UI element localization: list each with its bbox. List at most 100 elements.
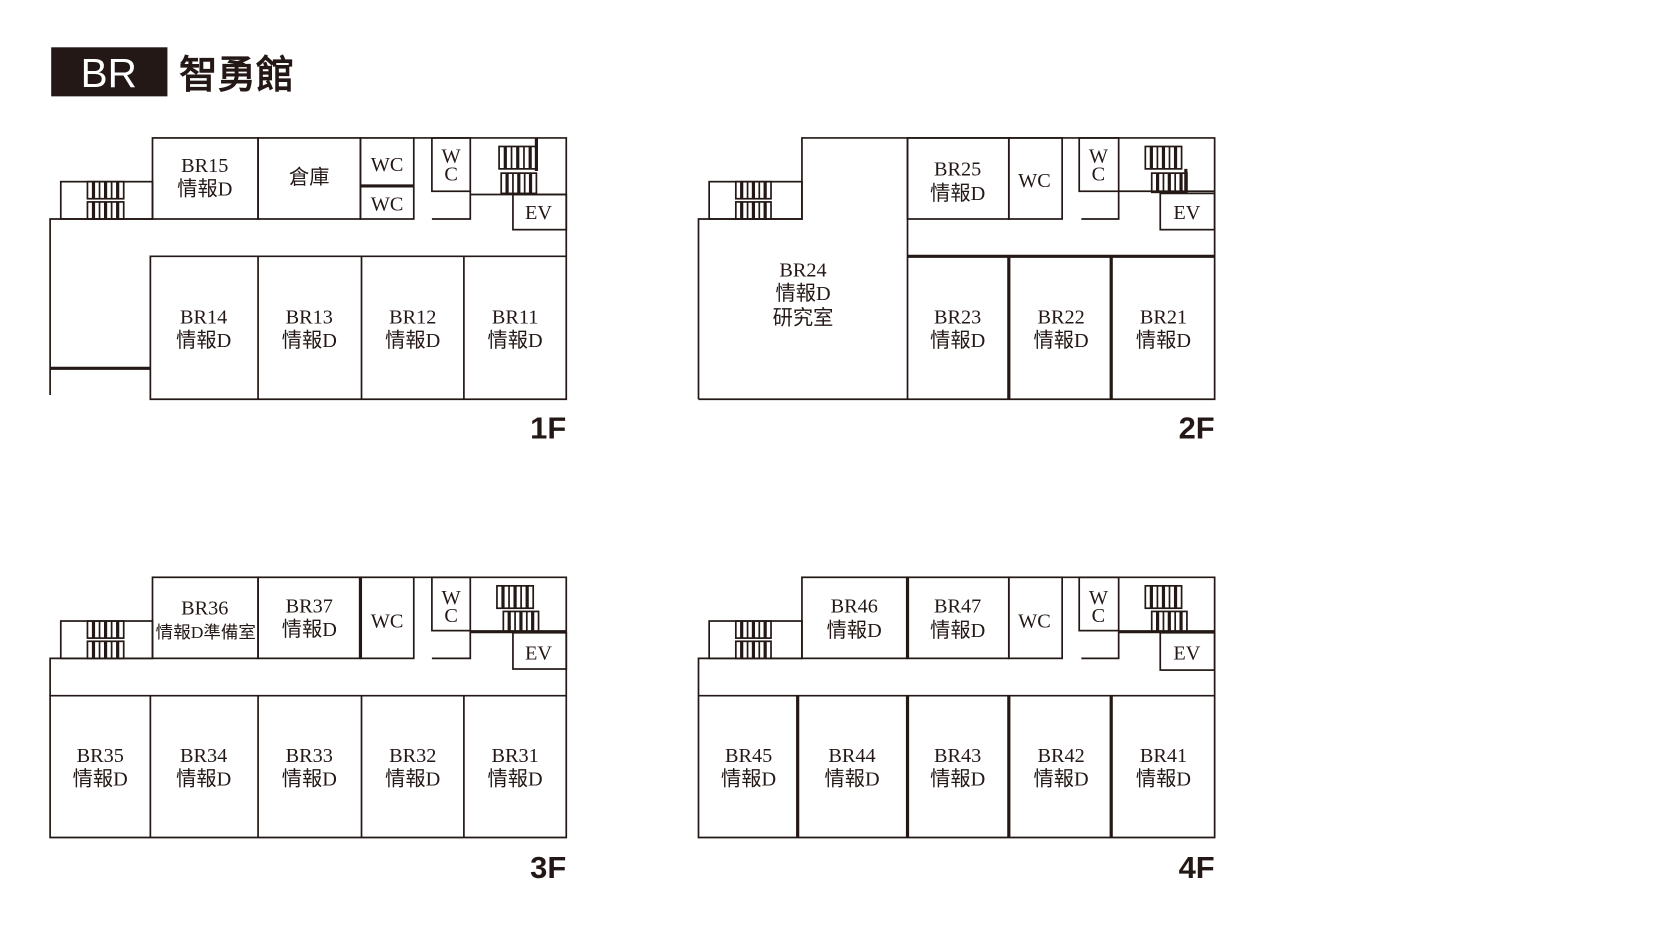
room-dept: 情報D [930, 767, 985, 790]
room-dept: 情報D [930, 329, 985, 352]
room-name: EV [525, 202, 552, 224]
room-name: BR36 [181, 598, 228, 620]
room-name: EV [525, 642, 552, 664]
floor-3f-plan: BR36 情報D準備室 BR37 情報D WC W C EV BR35 情報D … [49, 576, 568, 885]
room-name: BR25 [934, 158, 981, 180]
building-code: BR [81, 50, 137, 96]
room-name: BR22 [1037, 307, 1084, 329]
room-name: BR46 [831, 595, 878, 617]
room-name: BR32 [389, 745, 436, 767]
room-wc-small[interactable] [1078, 137, 1120, 193]
room-dept: 情報D [488, 329, 543, 352]
room-purpose: 研究室 [773, 307, 834, 330]
room-name: BR42 [1037, 745, 1084, 767]
room-wc[interactable] [1007, 137, 1063, 220]
stairs-icon [86, 620, 125, 639]
room-name: BR23 [934, 307, 981, 329]
stairs-icon [1144, 584, 1183, 610]
room-name: BR14 [180, 307, 227, 329]
room-name: BR31 [491, 745, 538, 767]
room-name: EV [1173, 202, 1200, 224]
room-dept: 情報D [177, 178, 232, 201]
room-name: WC [1018, 610, 1051, 632]
room-name: BR11 [492, 307, 539, 329]
room-br24[interactable] [697, 137, 1216, 401]
floor-1f-plan: BR15 情報D 倉庫 WC WC W C EV BR14 情報D BR13 情… [49, 137, 568, 446]
elevator [512, 193, 568, 231]
room-wc[interactable] [359, 137, 415, 220]
room-dept: 情報D [282, 767, 337, 790]
room-dept: 情報D [1136, 767, 1191, 790]
building-name: 智勇館 [179, 53, 294, 98]
floor-label: 4F [1179, 850, 1215, 885]
room-name: C [444, 605, 458, 627]
room-name: C [444, 164, 458, 186]
room-name: EV [1173, 642, 1200, 664]
room-dept: 情報D準備室 [156, 623, 256, 642]
stairs-icon [496, 584, 535, 610]
room-dept: 情報D [1136, 329, 1191, 352]
room-name: BR12 [389, 307, 436, 329]
stairs-icon [1144, 145, 1183, 170]
elevator [1159, 192, 1216, 231]
room-name: BR47 [934, 595, 981, 617]
room-name: BR33 [286, 745, 333, 767]
building-code-badge [51, 47, 168, 97]
room-name: WC [371, 193, 404, 215]
stairs-icon [734, 180, 772, 200]
room-dept: 情報D [1034, 767, 1089, 790]
stairs-icon [734, 620, 772, 639]
floor-label: 3F [530, 850, 566, 885]
room-name: BR45 [725, 745, 772, 767]
room-dept: 情報D [775, 282, 830, 305]
room-name: BR21 [1140, 307, 1187, 329]
floor-label: 2F [1179, 411, 1215, 446]
room-br47[interactable] [906, 576, 1010, 660]
room-name: WC [371, 154, 404, 176]
stairs-icon [734, 640, 772, 660]
building-header: BR 智勇館 [51, 47, 294, 98]
stairs-icon [86, 640, 125, 660]
room-name: WC [371, 610, 404, 632]
stairs-icon [1150, 610, 1188, 633]
room-name: BR43 [934, 745, 981, 767]
room-name: C [1092, 164, 1106, 186]
room-br46[interactable] [801, 576, 909, 660]
room-name: BR34 [180, 745, 227, 767]
room-dept: 情報D [385, 329, 440, 352]
room-dept: 情報D [827, 619, 882, 642]
room-dept: 情報D [176, 329, 231, 352]
floor-2f-plan: BR25 情報D WC W C EV BR24 情報D 研究室 BR23 情報D… [697, 137, 1216, 446]
room-name: W [442, 145, 462, 167]
room-dept: 情報D [73, 767, 128, 790]
stairs-icon [502, 610, 540, 633]
floor-4f-plan: BR46 情報D BR47 情報D WC W C EV BR45 情報D BR4… [697, 576, 1216, 885]
stairs-icon [1150, 172, 1188, 194]
room-name: W [442, 587, 462, 609]
room-dept: 情報D [1034, 329, 1089, 352]
room-name: BR41 [1140, 745, 1187, 767]
room-name: WC [1018, 170, 1051, 192]
room-dept: 情報D [176, 767, 231, 790]
stairs-icon [498, 145, 538, 170]
elevator [512, 631, 568, 670]
room-dept: 情報D [282, 618, 337, 641]
room-name: W [1089, 145, 1109, 167]
room-name: BR24 [779, 260, 826, 282]
stairs-icon [734, 201, 772, 220]
room-wc[interactable] [1007, 576, 1063, 660]
room-dept: 情報D [721, 767, 776, 790]
stairs-icon [86, 180, 125, 200]
room-name: BR37 [286, 595, 333, 617]
room-dept: 情報D [282, 329, 337, 352]
room-dept: 情報D [488, 767, 543, 790]
room-name: BR13 [286, 307, 333, 329]
room-dept: 情報D [385, 767, 440, 790]
room-dept: 情報D [930, 619, 985, 642]
room-br37[interactable] [257, 576, 362, 660]
elevator [1159, 631, 1216, 671]
floor-label: 1F [530, 411, 566, 446]
room-name: BR44 [828, 745, 875, 767]
stairs-icon [500, 172, 538, 195]
